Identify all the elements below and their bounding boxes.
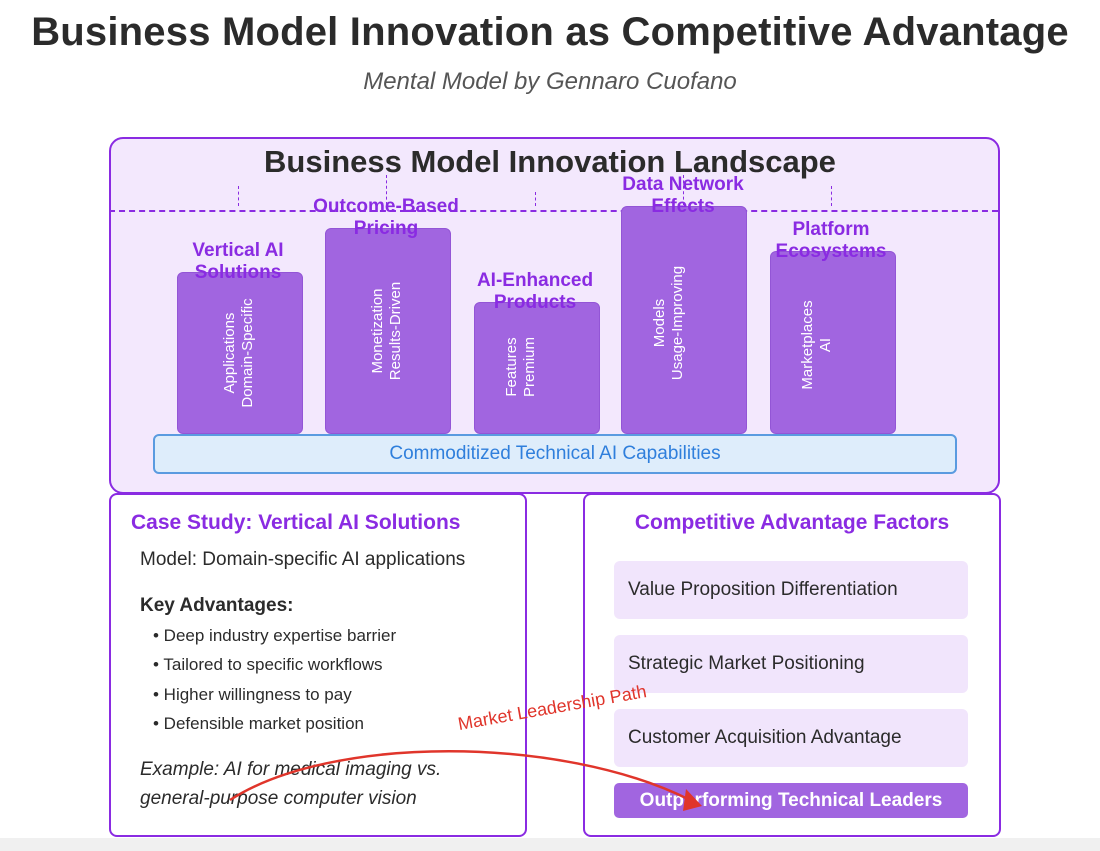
- subtitle: Mental Model by Gennaro Cuofano: [363, 68, 737, 95]
- case-study-panel: [109, 493, 527, 837]
- dashed-tick: [386, 175, 387, 205]
- advantage-item: • Defensible market position: [153, 714, 364, 733]
- dashed-divider: [109, 210, 998, 212]
- example-line: Example: AI for medical imaging vs.: [140, 759, 442, 780]
- landscape-title: Business Model Innovation Landscape: [264, 144, 836, 179]
- pillar-outcome-based: [325, 228, 451, 434]
- case-study-title: Case Study: Vertical AI Solutions: [131, 511, 461, 534]
- bottom-strip: [0, 838, 1100, 851]
- factor-final: Outperforming Technical Leaders: [614, 783, 968, 818]
- pillar-ai-enhanced: [474, 302, 600, 434]
- advantage-item: • Deep industry expertise barrier: [153, 626, 397, 645]
- case-study-model: Model: Domain-specific AI applications: [140, 549, 466, 570]
- dashed-tick: [238, 186, 239, 206]
- pillar-data-network: [621, 206, 747, 434]
- base-capabilities-bar: Commoditized Technical AI Capabilities: [153, 434, 957, 474]
- factor-item: Customer Acquisition Advantage: [614, 709, 968, 767]
- advantage-item: • Tailored to specific workflows: [153, 655, 383, 674]
- pillar-vertical-ai: [177, 272, 303, 434]
- example-line: general-purpose computer vision: [140, 788, 417, 809]
- factor-item: Strategic Market Positioning: [614, 635, 968, 693]
- advantages-heading: Key Advantages:: [140, 595, 294, 616]
- arrow-head: [683, 789, 702, 811]
- dashed-tick: [683, 175, 684, 205]
- main-title: Business Model Innovation as Competitive…: [31, 10, 1069, 54]
- advantage-item: • Higher willingness to pay: [153, 685, 352, 704]
- factors-title: Competitive Advantage Factors: [634, 511, 950, 534]
- dashed-tick: [831, 186, 832, 206]
- dashed-tick: [535, 192, 536, 206]
- pillar-platform: [770, 251, 896, 434]
- factor-item: Value Proposition Differentiation: [614, 561, 968, 619]
- arrow-path: [229, 750, 691, 802]
